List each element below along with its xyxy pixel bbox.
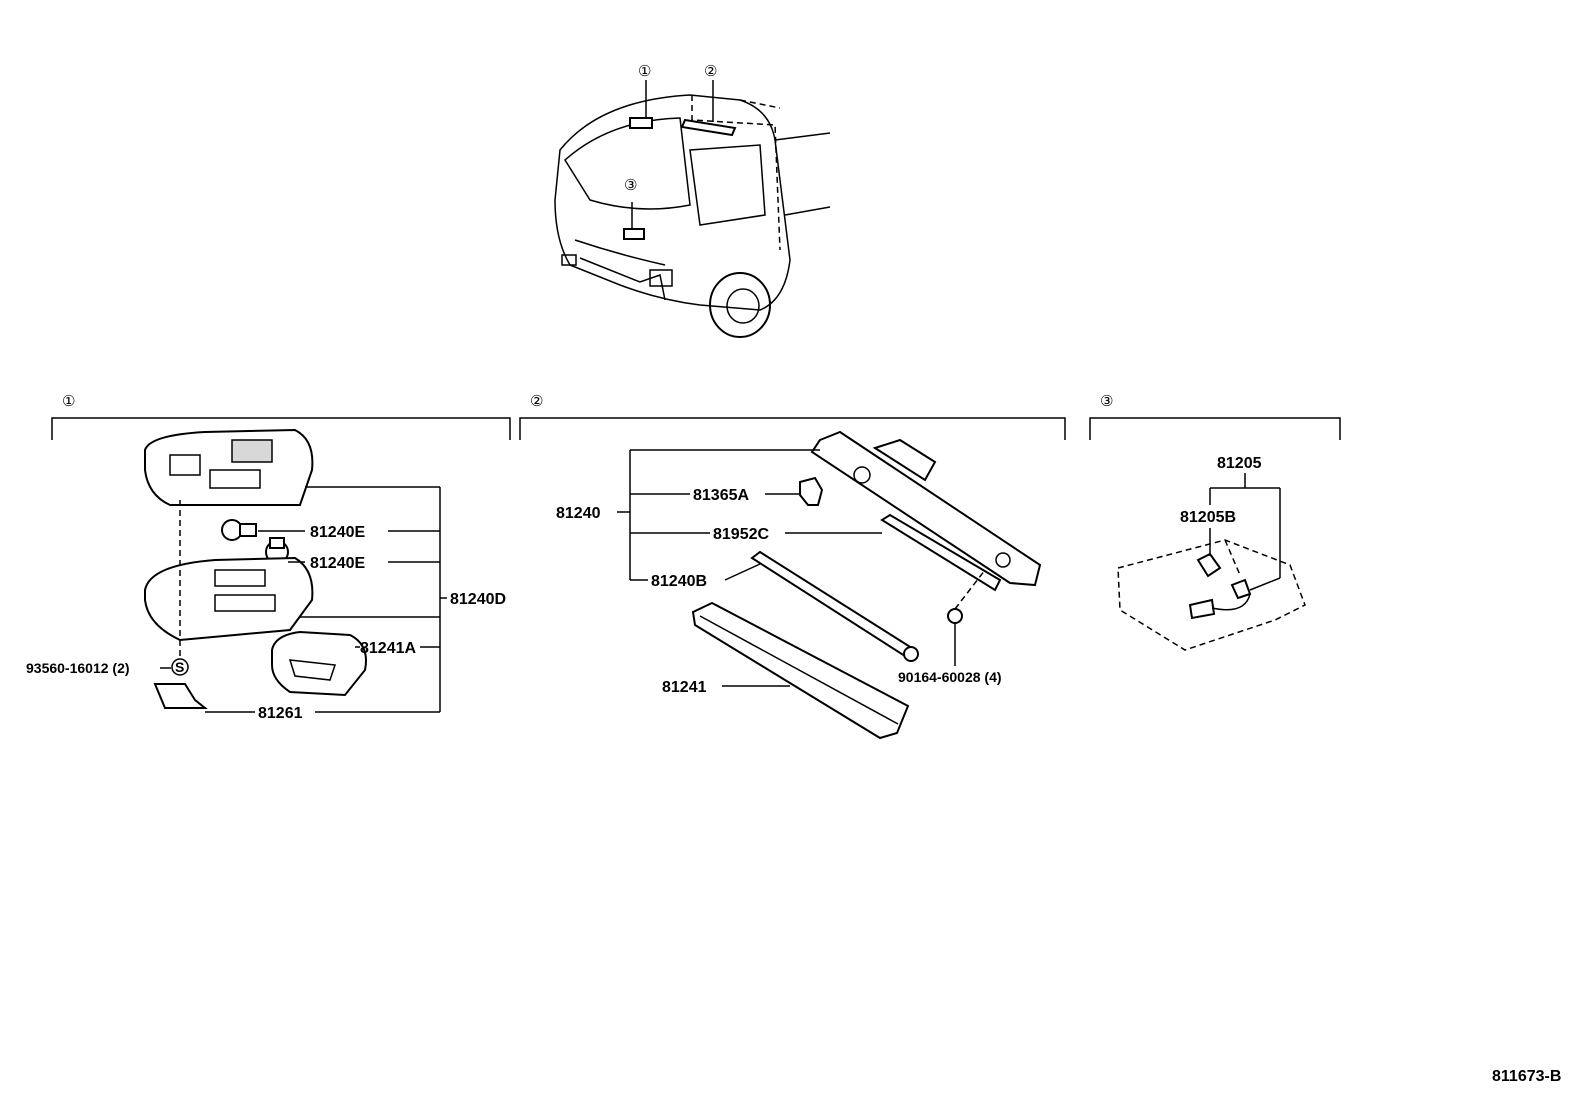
screw-symbol: S [175, 659, 184, 675]
label-81205b: 81205B [1180, 509, 1236, 526]
label-81240b: 81240B [651, 573, 707, 590]
label-81241a: 81241A [360, 640, 416, 657]
section-2-parts [691, 430, 1042, 740]
label-81240d: 81240D [450, 591, 506, 608]
label-81261: 81261 [258, 705, 303, 722]
label-81240e-upper: 81240E [310, 524, 365, 541]
section-3-parts [1117, 539, 1306, 651]
section-1-parts [144, 428, 367, 709]
drawing-number: 811673-B [1492, 1068, 1561, 1085]
label-81205: 81205 [1217, 455, 1262, 472]
section-1-leaders [205, 486, 447, 713]
truck-overview [554, 80, 831, 338]
section-3-leaders [1209, 473, 1281, 591]
section-2-marker: ② [530, 393, 543, 410]
overview-marker-1: ① [638, 63, 651, 80]
overview-marker-2: ② [704, 63, 717, 80]
label-81241: 81241 [662, 679, 707, 696]
label-81365a: 81365A [693, 487, 749, 504]
section-2-leaders [617, 449, 956, 687]
section-3-marker: ③ [1100, 393, 1113, 410]
overview-marker-3: ③ [624, 177, 637, 194]
section-brackets [51, 417, 1341, 440]
label-81952c: 81952C [713, 526, 769, 543]
label-93560-16012: 93560-16012 (2) [26, 660, 130, 676]
section-1-marker: ① [62, 393, 75, 410]
label-81240: 81240 [556, 505, 601, 522]
label-81240e-lower: 81240E [310, 555, 365, 572]
label-90164-60028: 90164-60028 (4) [898, 669, 1002, 685]
